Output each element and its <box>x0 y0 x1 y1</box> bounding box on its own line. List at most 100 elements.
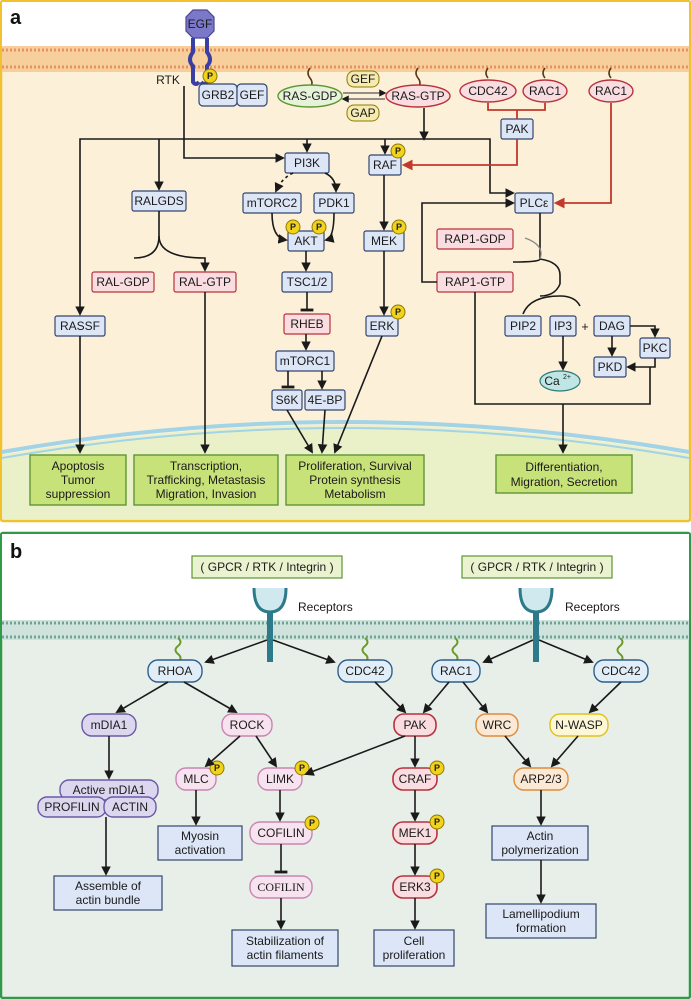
pip2-label: PIP2 <box>510 319 536 333</box>
panel-a-phospho: P P P P P <box>285 143 407 320</box>
outcome-bundle-line2: actin bundle <box>76 893 141 907</box>
craf-label: CRAF <box>399 772 432 786</box>
mek-label: MEK <box>371 234 397 248</box>
phospho-label: P <box>290 222 296 232</box>
pi3k-node <box>284 152 330 174</box>
panel-b-outcomes: Myosin activation Actin polymerization A… <box>53 825 597 967</box>
outcome-bundle <box>53 875 163 911</box>
outcome-apoptosis-line2: Tumor <box>61 473 95 487</box>
rtk-complex: EGF RTK GRB2 GEF P <box>156 9 268 107</box>
rhoa-node <box>147 659 203 683</box>
ral-gdp-node <box>91 271 155 293</box>
outcome-stabilization-line1: Stabilization of <box>246 934 325 948</box>
cdc42-b1-label: CDC42 <box>345 664 385 678</box>
outcome-proliferation <box>285 454 425 506</box>
panel-b-inputs: ( GPCR / RTK / Integrin ) ( GPCR / RTK /… <box>191 555 620 662</box>
ral-gdp-label: RAL-GDP <box>96 275 149 289</box>
outcome-transcription-line3: Migration, Invasion <box>156 487 257 501</box>
phospho-erk-icon <box>390 304 406 320</box>
input-right-label: ( GPCR / RTK / Integrin ) <box>470 560 603 574</box>
rac1-b-node <box>588 79 634 103</box>
phospho-label: P <box>395 307 401 317</box>
outcome-lamellipodium <box>485 903 597 939</box>
outcome-differentiation-line2: Migration, Secretion <box>511 475 618 489</box>
mtorc1-label: mTORC1 <box>280 354 331 368</box>
plce-node <box>514 192 554 214</box>
dag-label: DAG <box>599 319 625 333</box>
outcome-stabilization <box>231 929 339 967</box>
wrc-label: WRC <box>483 718 512 732</box>
outcome-proliferation-line3: Metabolism <box>324 487 385 501</box>
outcome-cell-prolif-line2: proliferation <box>383 948 446 962</box>
outcome-myosin <box>157 825 243 861</box>
4ebp-label: 4E-BP <box>308 393 343 407</box>
gap-node <box>346 104 380 122</box>
calcium-label: Ca <box>544 374 560 388</box>
rtk-label: RTK <box>156 73 180 87</box>
outcome-proliferation-line1: Proliferation, Survival <box>298 459 411 473</box>
rassf-label: RASSF <box>60 319 100 333</box>
profilin-label: PROFILIN <box>44 800 99 814</box>
egf-label: EGF <box>188 17 213 31</box>
phospho-craf-icon <box>429 760 445 776</box>
panel-b: b <box>0 531 691 999</box>
rac1-b-label: RAC1 <box>595 84 627 98</box>
mdia1-label: mDIA1 <box>91 718 128 732</box>
pip2-node <box>504 315 542 337</box>
outcome-cell-prolif-line1: Cell <box>404 934 425 948</box>
phospho-mek-icon <box>391 219 407 235</box>
actin-label: ACTIN <box>112 800 148 814</box>
gef-label: GEF <box>240 88 265 102</box>
arp23-label: ARP2/3 <box>520 772 562 786</box>
receptors-left-label: Receptors <box>298 600 353 614</box>
outcome-actin-poly-line1: Actin <box>527 829 554 843</box>
outcome-cell-prolif <box>373 929 455 967</box>
plus-sign: + <box>581 320 588 334</box>
pkc-label: PKC <box>643 341 668 355</box>
phospho-label: P <box>434 817 440 827</box>
phospho-label: P <box>316 222 322 232</box>
phospho-label: P <box>434 871 440 881</box>
erk3-label: ERK3 <box>399 880 431 894</box>
outcome-transcription <box>133 454 279 506</box>
rac1-a-node <box>522 79 568 103</box>
ralgds-label: RALGDS <box>134 194 183 208</box>
phospho-cofilin-icon <box>304 815 320 831</box>
phospho-raf-icon <box>390 143 406 159</box>
phospho-akt1-icon <box>285 219 301 235</box>
calcium-node <box>539 370 581 392</box>
outcome-myosin-line2: activation <box>175 843 226 857</box>
rap1-gdp-node <box>436 228 514 250</box>
pkd-label: PKD <box>598 360 623 374</box>
calcium-charge: 2+ <box>563 374 571 381</box>
plce-label: PLCε <box>520 196 549 210</box>
input-right <box>461 555 613 579</box>
outcome-apoptosis-line3: suppression <box>46 487 111 501</box>
panel-a-arrows <box>75 86 660 454</box>
panel-a-nodes: PI3K RAF PLCε RALGDS mTORC2 PDK1 AKT MEK… <box>54 152 671 411</box>
pak-b-label: PAK <box>403 718 426 732</box>
ras-cycle: RAS-GDP RAS-GTP GEF GAP <box>277 67 451 122</box>
gef-node <box>236 83 268 107</box>
outcome-stabilization-line2: actin filaments <box>247 948 324 962</box>
rhoa-label: RHOA <box>158 664 193 678</box>
akt-label: AKT <box>294 234 318 248</box>
phospho-label: P <box>309 818 315 828</box>
tsc-label: TSC1/2 <box>287 275 328 289</box>
grb2-label: GRB2 <box>202 88 235 102</box>
pi3k-label: PI3K <box>294 156 320 170</box>
cofilin-label: COFILIN <box>257 880 305 894</box>
pkd-node <box>593 356 627 378</box>
rac1-a-label: RAC1 <box>529 84 561 98</box>
ras-gtp-label: RAS-GTP <box>391 89 444 103</box>
outcome-actin-poly-line2: polymerization <box>501 843 578 857</box>
ral-gtp-label: RAL-GTP <box>179 275 231 289</box>
panel-b-arrows <box>101 639 622 930</box>
receptors-right-label: Receptors <box>565 600 620 614</box>
limk-label: LIMK <box>266 772 294 786</box>
outcome-actin-poly <box>491 825 589 861</box>
phospho-label: P <box>207 71 213 81</box>
phospho-label: P <box>395 146 401 156</box>
phospho-label: P <box>434 763 440 773</box>
mtorc2-label: mTORC2 <box>247 196 298 210</box>
